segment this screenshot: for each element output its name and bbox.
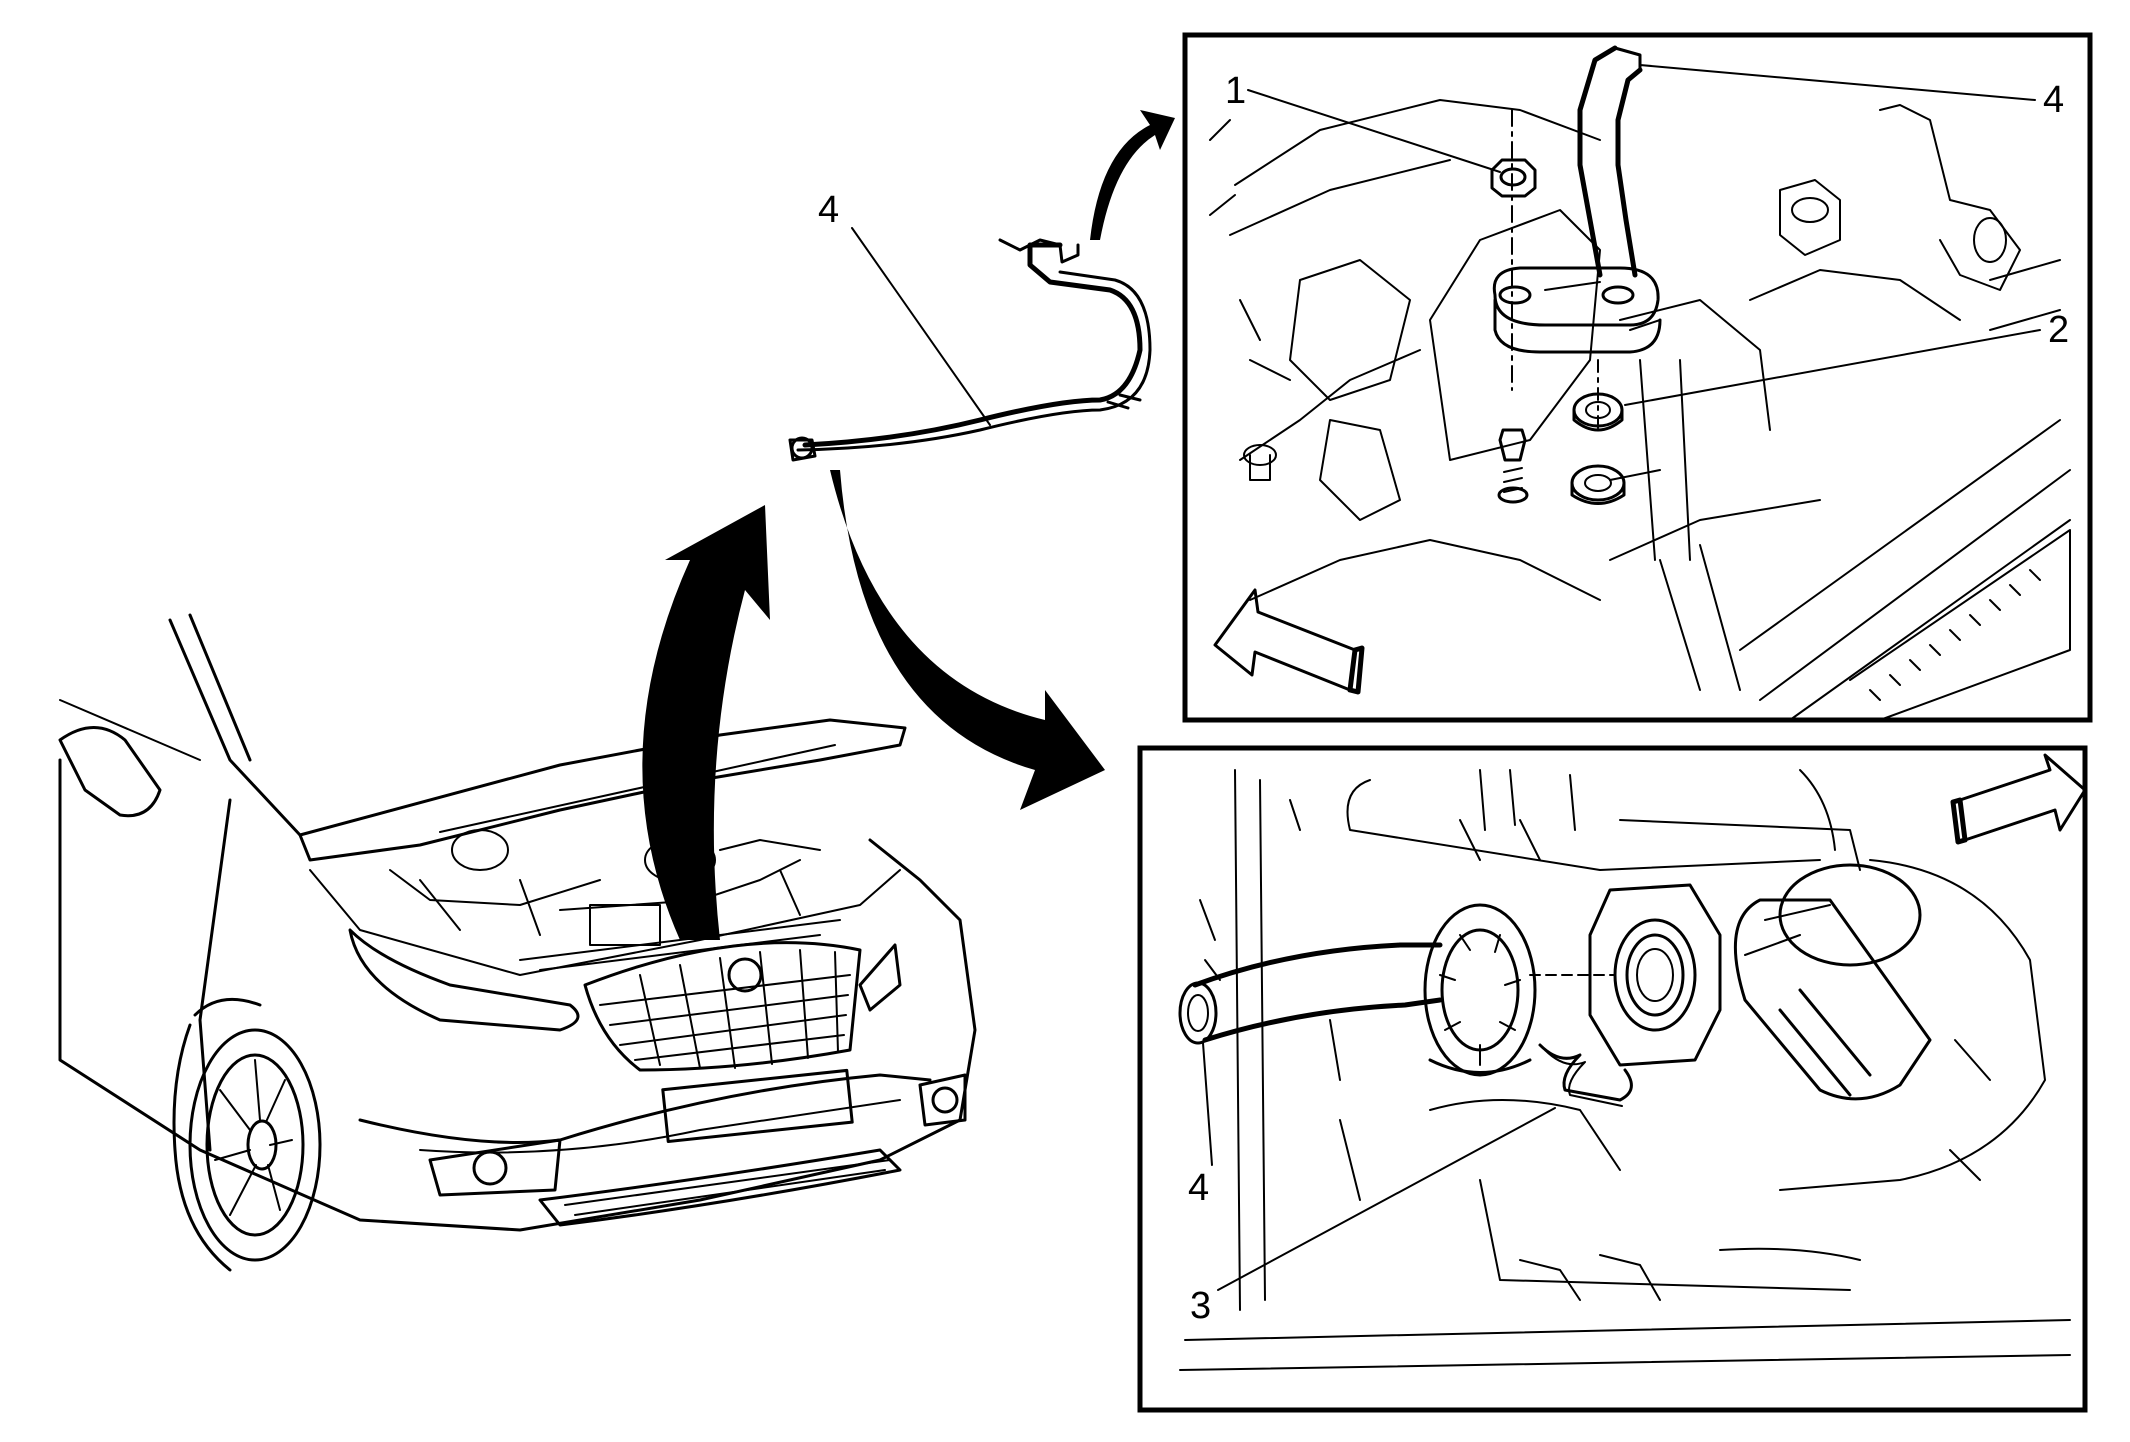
vehicle-illustration <box>58 613 977 1272</box>
overview-leader-4 <box>851 227 991 426</box>
detail-bottom-panel <box>1137 745 2088 1413</box>
hose-component <box>788 238 1152 462</box>
detail-bottom-callout-4: 4 <box>1188 1167 1209 1209</box>
direction-arrow-bottom <box>1958 753 2087 842</box>
detail-top-leader-4 <box>1639 64 2036 101</box>
overview-callout-4: 4 <box>818 189 839 231</box>
detail-top-callout-4: 4 <box>2043 79 2064 121</box>
detail-top-leader-1 <box>1247 89 1501 173</box>
detail-bottom-leader-4 <box>1202 1042 1213 1166</box>
detail-top-callout-1: 1 <box>1225 70 1246 112</box>
detail-bottom-leader-3 <box>1217 1107 1556 1291</box>
arrow-car-to-hose <box>642 505 770 940</box>
detail-top-callout-2: 2 <box>2048 309 2069 351</box>
detail-top-leader-2 <box>1624 329 2041 406</box>
arrow-to-bottom-detail <box>830 470 1105 810</box>
detail-top-panel <box>1182 32 2093 723</box>
arrow-to-top-detail <box>1090 110 1175 240</box>
detail-bottom-callout-3: 3 <box>1190 1285 1211 1327</box>
